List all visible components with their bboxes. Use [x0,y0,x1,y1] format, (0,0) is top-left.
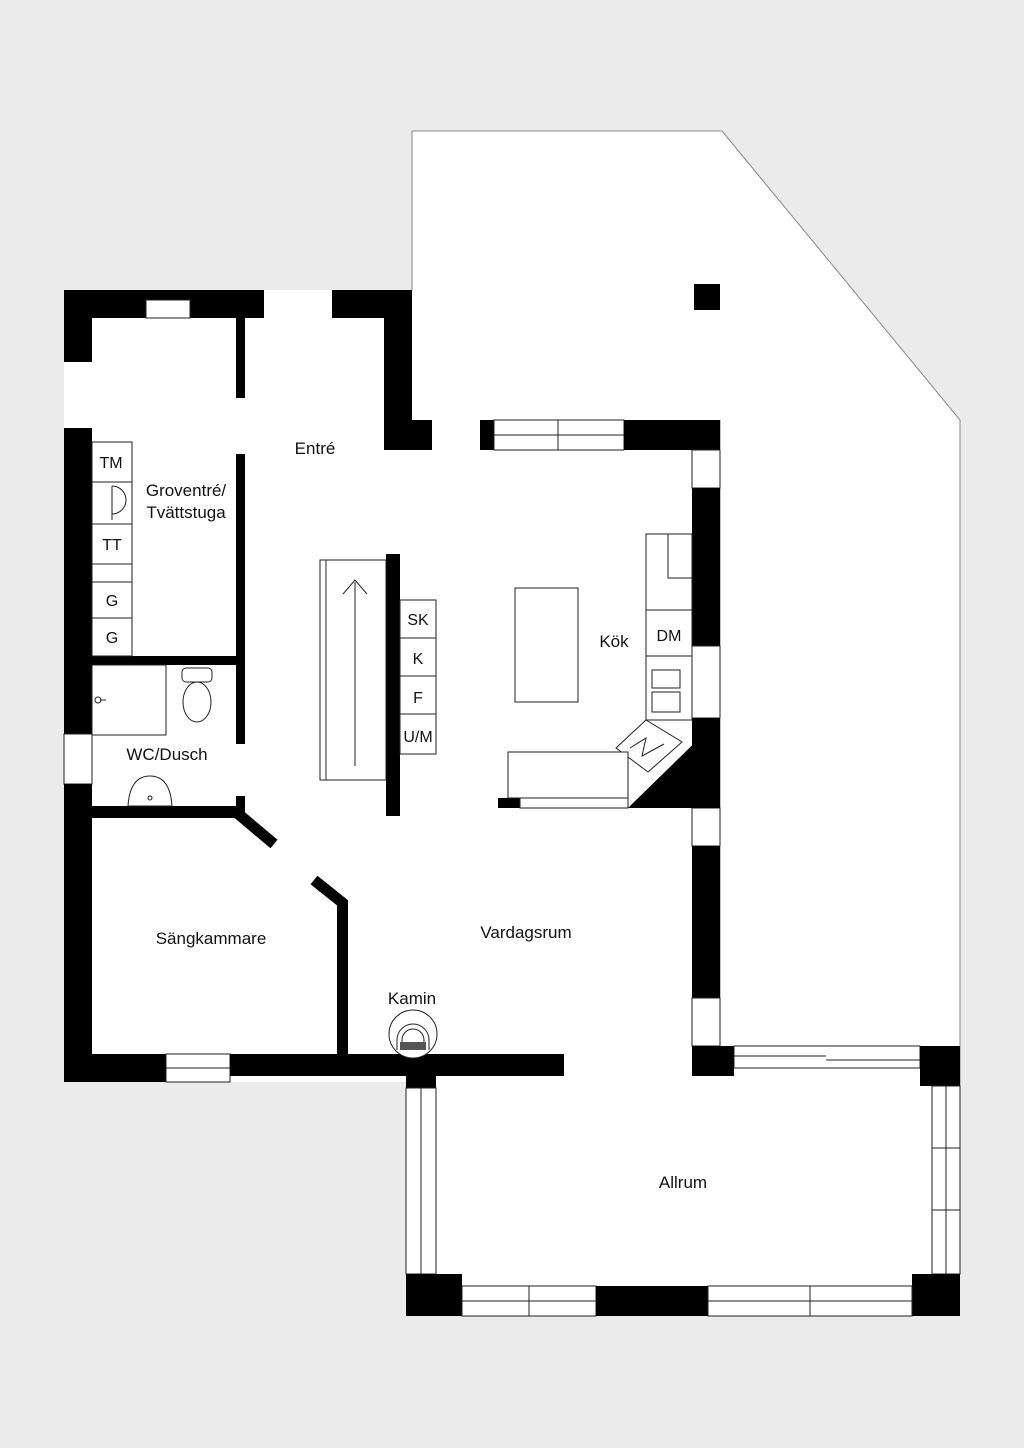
wall [384,420,432,450]
room-label-groventre: Groventré/ [146,481,227,500]
room-label-sangkammare: Sängkammare [156,929,267,948]
wall [236,454,245,744]
wall [912,1274,960,1316]
room-label-wc: WC/Dusch [126,745,207,764]
window [691,997,721,1047]
appliance-tm [91,441,133,483]
appliance-k [399,637,437,677]
wall [236,796,245,818]
appliance-label-um: U/M [403,729,432,746]
appliance-g2 [91,617,133,657]
wall [236,318,245,398]
appliance-um [399,713,437,755]
window [691,449,721,489]
wall [920,1046,960,1086]
wall [692,1046,734,1076]
sliding-door [733,1045,921,1069]
wall [92,656,236,665]
chimney [694,284,720,310]
fireplace-label: Kamin [388,989,436,1008]
wall [596,1286,708,1316]
wall [232,807,278,849]
allrum-floor [406,1046,960,1316]
wall [406,1054,436,1088]
toilet-tank [181,667,213,683]
wall [64,784,92,1082]
room-label-vardagsrum: Vardagsrum [480,923,571,942]
wall [337,900,348,1054]
wall [498,798,520,808]
wall [480,420,494,450]
wall [64,290,92,362]
wc-basin [127,775,173,807]
wall [92,806,240,818]
wall [386,554,400,816]
appliance-label-f: F [413,690,423,707]
appliance-label-dm: DM [657,628,682,645]
wall [190,290,264,318]
kitchen-island [514,587,579,703]
appliance-label-sk: SK [407,612,429,629]
room-label-allrum: Allrum [659,1173,707,1192]
appliance-g1 [91,581,133,619]
appliance-tt [91,523,133,565]
wall [628,718,720,808]
wall [406,1274,462,1316]
appliance-label-k: K [413,651,424,668]
appliance-label-g1: G [106,593,118,610]
room-label-tvattstuga: Tvättstuga [146,503,226,522]
toilet-bowl [182,681,212,723]
fireplace [388,1009,438,1059]
window [63,733,93,785]
window [691,807,721,847]
kitchen-sink [615,719,683,773]
window [691,645,721,719]
wall [624,420,720,450]
wall [692,846,720,998]
appliance-dm [645,609,693,657]
appliance-label-g2: G [106,630,118,647]
wall [64,428,92,734]
wall [230,1054,564,1076]
window [145,299,191,319]
appliance-label-tt: TT [102,537,122,554]
room-label-entre: Entré [295,439,336,458]
appliance-label-tm: TM [99,455,122,472]
room-label-kok: Kök [599,632,629,651]
kitchen-bench [507,751,629,799]
stairs [319,559,387,781]
wall [64,1054,166,1082]
wall [692,488,720,646]
